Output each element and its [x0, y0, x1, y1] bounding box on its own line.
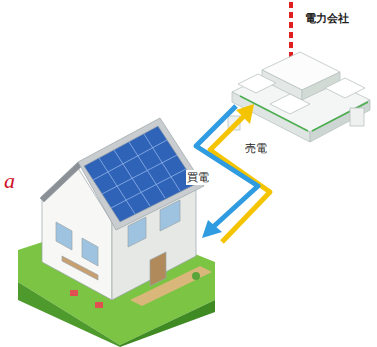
- chimney: [291, 2, 292, 62]
- flow-label: 売電: [244, 141, 268, 156]
- garden-chairs: [70, 272, 200, 308]
- power-plant: [228, 52, 370, 142]
- heading-fragment: a: [3, 168, 16, 194]
- company-label-box: 電力会社: [303, 9, 351, 28]
- house: [40, 118, 204, 300]
- flow-label: 買電: [186, 170, 210, 185]
- company-name: 電力会社: [305, 11, 349, 26]
